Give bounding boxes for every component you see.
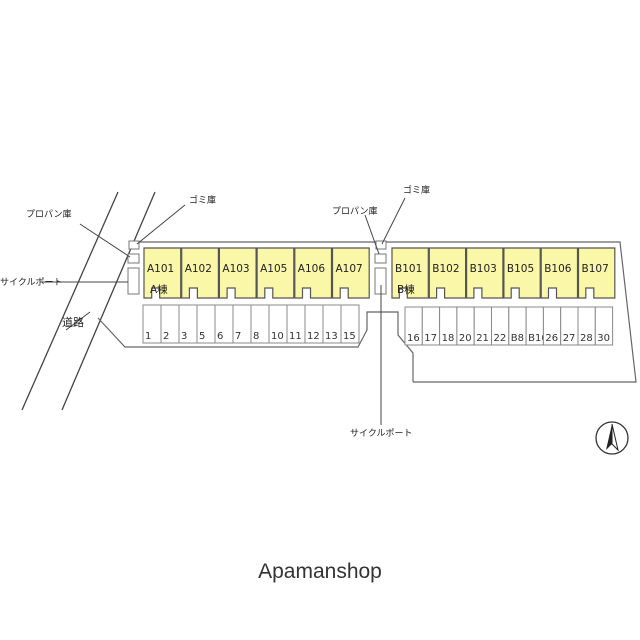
- parking-space: 1: [142, 304, 162, 344]
- garbage-shed-b: [375, 240, 387, 250]
- parking-space: 17: [421, 306, 441, 346]
- roads: [21, 191, 156, 411]
- parking-space: 28: [577, 306, 596, 346]
- parking-space: B8: [508, 306, 527, 346]
- parking-number: 6: [217, 331, 223, 342]
- brand-logo: Apamanshop: [258, 560, 382, 583]
- parking-number: B8: [511, 333, 524, 344]
- parking-number: 21: [476, 333, 489, 344]
- unit-A107: A107: [331, 247, 370, 299]
- parking-space: 27: [560, 306, 579, 346]
- unit-label: A105: [260, 263, 287, 275]
- road-label: 道路: [62, 315, 84, 329]
- sheds: [127, 240, 387, 295]
- garbage-label-a: ゴミ庫: [189, 194, 216, 206]
- parking-number: 15: [343, 331, 356, 342]
- cycle-port-label-a: サイクルポート: [0, 277, 63, 288]
- road-line: [21, 191, 119, 411]
- parking-number: 5: [199, 331, 205, 342]
- parking-space: 11: [286, 304, 306, 344]
- unit-A101: A101: [143, 247, 182, 299]
- propane-shed-b: [374, 253, 387, 264]
- parking-number: 17: [424, 333, 437, 344]
- parking-space: 6: [214, 304, 234, 344]
- parking-space: 10: [268, 304, 288, 344]
- unit-label: A101: [147, 263, 174, 275]
- parking-number: 20: [459, 333, 472, 344]
- parking-space: 12: [304, 304, 324, 344]
- parking-number: 1: [145, 331, 151, 342]
- unit-A102: A102: [181, 247, 219, 299]
- parking-number: 16: [407, 333, 420, 344]
- parking-number: 22: [494, 333, 507, 344]
- unit-label: B101: [395, 263, 422, 275]
- unit-label: B106: [544, 263, 572, 275]
- garbage-shed-a: [128, 240, 140, 250]
- parking-number: 7: [235, 331, 241, 342]
- unit-label: A107: [336, 263, 363, 275]
- cycle-port-a: [127, 267, 140, 295]
- parking-number: 12: [307, 331, 320, 342]
- parking-number: B10: [528, 333, 548, 344]
- parking-number: 8: [253, 331, 259, 342]
- parking-number: 30: [597, 333, 610, 344]
- unit-B101: B101: [391, 247, 429, 299]
- parking-space: 15: [340, 304, 360, 344]
- parking-number: 27: [563, 333, 576, 344]
- unit-label: B103: [470, 263, 497, 275]
- parking-space: 7: [232, 304, 252, 344]
- cycle-port-label-b: サイクルポート: [350, 428, 413, 439]
- building-a: A101 A102 A103 A105 A106 A107: [143, 247, 370, 299]
- parking-space: 20: [456, 306, 475, 346]
- unit-A106: A106: [294, 247, 333, 299]
- parking-space: 21: [473, 306, 493, 346]
- parking-space: 5: [196, 304, 216, 344]
- parking-space: 16: [404, 306, 423, 346]
- parking-space: 26: [542, 306, 562, 346]
- building-a-label: A棟: [150, 283, 168, 296]
- unit-B102: B102: [428, 247, 467, 299]
- unit-label: B107: [582, 263, 609, 275]
- unit-label: B102: [432, 263, 459, 275]
- parking-number: 10: [271, 331, 284, 342]
- unit-A105: A105: [256, 247, 295, 299]
- propane-shed-a: [127, 253, 140, 264]
- unit-B107: B107: [577, 247, 616, 299]
- parking-number: 26: [545, 333, 558, 344]
- parking-number: 11: [289, 331, 302, 342]
- propane-label-a: プロパン庫: [26, 208, 71, 220]
- road-line: [61, 191, 156, 411]
- garbage-label-b: ゴミ庫: [403, 184, 430, 196]
- propane-label-b: プロパン庫: [332, 205, 377, 217]
- unit-label: A103: [222, 263, 249, 275]
- parking-space: 30: [594, 306, 614, 346]
- parking-number: 13: [325, 331, 338, 342]
- unit-label: B105: [507, 263, 534, 275]
- parking-space: 18: [439, 306, 458, 346]
- parking-number: 3: [181, 331, 187, 342]
- unit-label: A102: [185, 263, 212, 275]
- unit-B103: B103: [466, 247, 504, 299]
- parking-number: 18: [442, 333, 455, 344]
- parking-space: 22: [491, 306, 510, 346]
- parking-number: 2: [163, 331, 169, 342]
- building-b: B101 B102 B103 B105 B106 B107: [391, 247, 616, 299]
- unit-label: A106: [298, 263, 326, 275]
- unit-B105: B105: [503, 247, 541, 299]
- unit-A103: A103: [218, 247, 257, 299]
- north-arrow-icon: [595, 421, 629, 455]
- unit-B106: B106: [540, 247, 579, 299]
- parking-space: 13: [322, 304, 342, 344]
- leaders: [40, 197, 406, 425]
- parking-space: 3: [178, 304, 198, 344]
- parking-space: 2: [160, 304, 180, 344]
- building-b-label: B棟: [397, 283, 415, 296]
- parking-number: 28: [580, 333, 593, 344]
- parking-space: 8: [250, 304, 270, 344]
